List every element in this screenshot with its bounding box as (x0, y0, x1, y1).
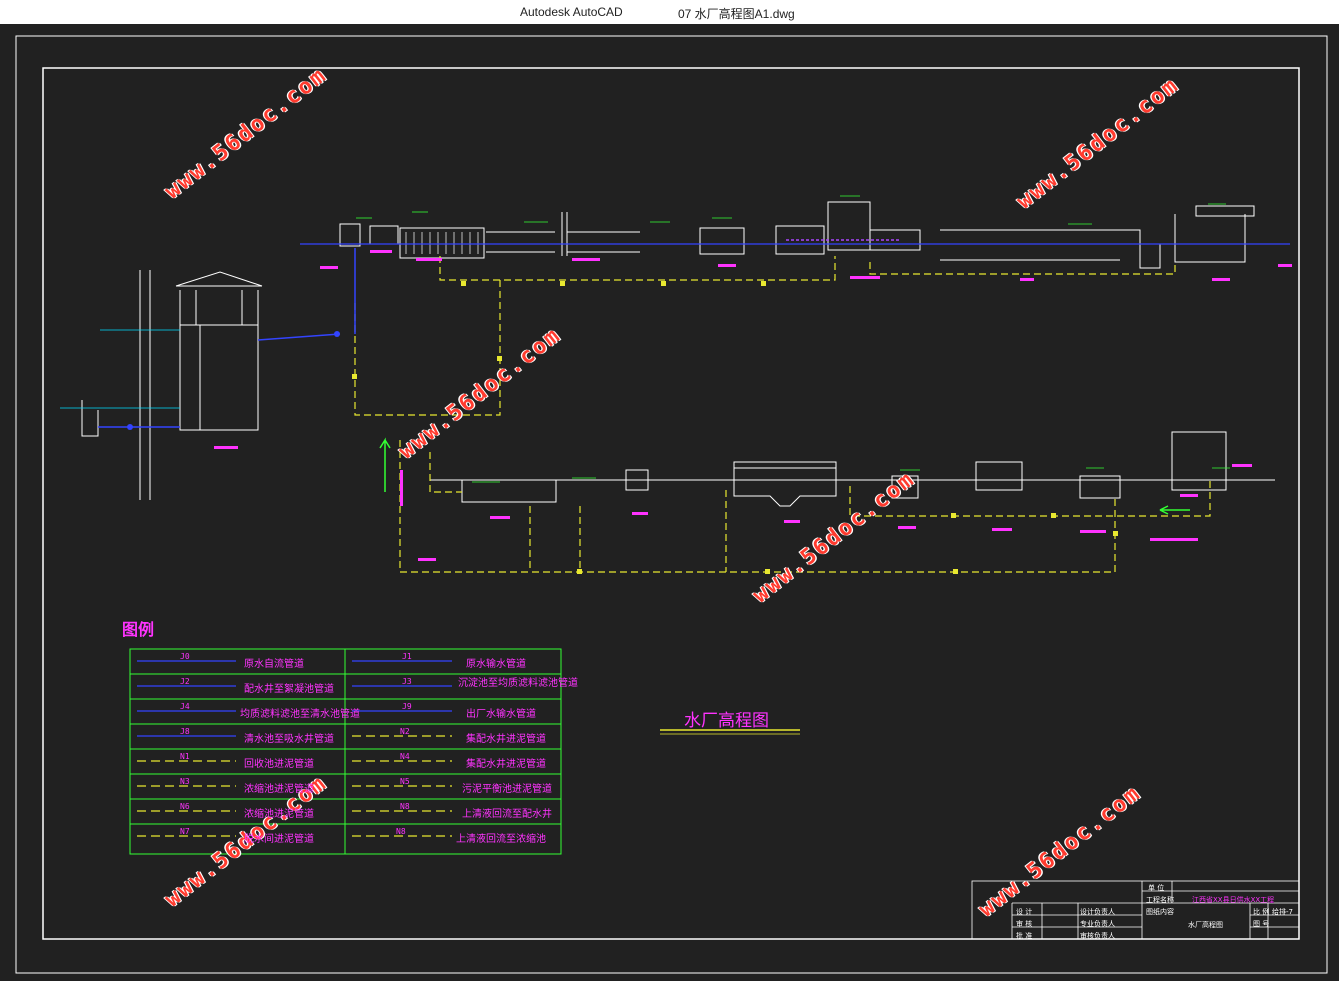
tb-approve-label: 批 准 (1016, 932, 1033, 940)
tb-drawing-number: 给排-7 (1272, 908, 1293, 916)
tb-sign-line: 审核负责人 (1080, 932, 1115, 940)
legend-label: 污泥平衡池进泥管道 (462, 784, 552, 795)
legend-label: 上清液回流至配水井 (462, 809, 552, 820)
drawing-title: 水厂高程图 (684, 711, 769, 731)
tb-unit-label: 单 位 (1148, 884, 1165, 892)
tb-scale-label: 比 例 (1253, 908, 1270, 916)
legend-label: 清水池至吸水井管道 (244, 734, 334, 745)
legend-label: 出厂水输水管道 (466, 709, 536, 720)
window-titlebar: Autodesk AutoCAD 07 水厂高程图A1.dwg (0, 0, 1339, 24)
legend-label: 原水输水管道 (466, 659, 526, 670)
legend-label: 均质滤料滤池至清水池管道 (240, 709, 360, 720)
drawing-canvas[interactable]: www.56doc.com www.56doc.com www.56doc.co… (0, 24, 1339, 981)
legend-label: 浓缩池进泥管道 (244, 784, 314, 795)
legend-code: N8 (400, 802, 410, 811)
legend-code: J0 (180, 652, 190, 661)
legend-label: 脱水间进泥管道 (244, 834, 314, 845)
legend-label: 上清液回流至浓缩池 (456, 834, 546, 845)
tb-sign-line: 设计负责人 (1080, 908, 1115, 916)
legend-label: 原水自流管道 (244, 659, 304, 670)
legend-label: 沉淀池至均质滤料滤池管道 (458, 678, 578, 689)
legend-label: 回收池进泥管道 (244, 759, 314, 770)
tb-drawing-name: 水厂高程图 (1188, 921, 1223, 929)
tb-check-label: 审 核 (1016, 920, 1033, 928)
document-name: 07 水厂高程图A1.dwg (678, 7, 795, 21)
legend-code: J3 (402, 677, 412, 686)
legend-code: N7 (180, 827, 190, 836)
legend-code: N3 (180, 777, 190, 786)
legend-label: 配水井至絮凝池管道 (244, 684, 334, 695)
legend-code: N4 (400, 752, 410, 761)
legend-code: N2 (400, 727, 410, 736)
legend-code: J4 (180, 702, 190, 711)
legend-label: 集配水井进泥管道 (466, 734, 546, 745)
tb-number-label: 图 号 (1253, 920, 1270, 928)
tb-project-name: 江西省XX县日供水XX工程 (1192, 896, 1275, 904)
legend-code: J9 (402, 702, 412, 711)
legend-label: 集配水井进泥管道 (466, 759, 546, 770)
tb-sign-line: 专业负责人 (1080, 920, 1115, 928)
legend-code: J1 (402, 652, 412, 661)
tb-content-label: 图纸内容 (1146, 908, 1174, 916)
legend-code: J8 (180, 727, 190, 736)
legend-code: N6 (180, 802, 190, 811)
tb-design-label: 设 计 (1016, 908, 1033, 916)
legend-code: J2 (180, 677, 190, 686)
app-name: Autodesk AutoCAD (520, 5, 623, 19)
legend-title: 图例 (122, 620, 155, 639)
legend-code: N5 (400, 777, 410, 786)
legend-code: N1 (180, 752, 190, 761)
legend-code: N8 (396, 827, 406, 836)
legend-label: 浓缩池进泥管道 (244, 809, 314, 820)
tb-project-label: 工程名称 (1146, 896, 1174, 904)
cad-drawing (15, 35, 1328, 974)
